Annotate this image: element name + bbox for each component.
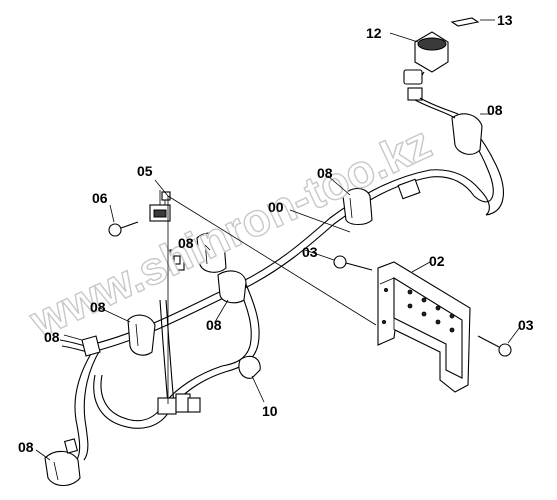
callout-03-upper: 03 [302, 244, 318, 260]
callout-08-plug: 08 [487, 102, 503, 118]
clamp-mid [217, 270, 247, 304]
connector-lower-cluster [157, 393, 201, 415]
bracket-02 [377, 261, 471, 393]
leader-lines [35, 19, 521, 461]
callout-05: 05 [137, 163, 153, 179]
clamp-left-stub [81, 335, 101, 357]
clamp-upper [342, 187, 373, 226]
callout-06: 06 [92, 190, 108, 206]
bolt-03-lower [477, 335, 512, 357]
watermark: www.shinron-too.kz [21, 116, 438, 348]
callout-03-lower: 03 [518, 317, 534, 333]
callout-08-upper: 08 [317, 165, 333, 181]
callout-08-top: 08 [178, 235, 194, 251]
callout-08-mid: 08 [206, 317, 222, 333]
hose-10 [238, 355, 261, 379]
relay-05 [149, 190, 171, 222]
tag-13 [450, 17, 480, 27]
connector-right [397, 178, 421, 200]
callout-08-midright: 08 [90, 299, 106, 315]
bolt-06 [108, 221, 139, 237]
callout-02: 02 [429, 253, 445, 269]
clamp-plug [451, 113, 483, 155]
connector-bottom-end [63, 438, 79, 454]
callout-12: 12 [366, 25, 382, 41]
main-harness [59, 124, 504, 463]
callout-00: 00 [268, 199, 284, 215]
plug-12 [403, 31, 459, 119]
clamp-mid-top [196, 232, 227, 273]
callout-08-bottom: 08 [18, 439, 34, 455]
clamp-bottom [44, 450, 81, 487]
clamp-left [127, 314, 156, 356]
callout-08-left: 08 [44, 329, 60, 345]
bolt-03-upper [333, 255, 373, 271]
callout-13: 13 [497, 12, 513, 28]
callout-10: 10 [262, 403, 278, 419]
connector-mid [169, 249, 185, 271]
